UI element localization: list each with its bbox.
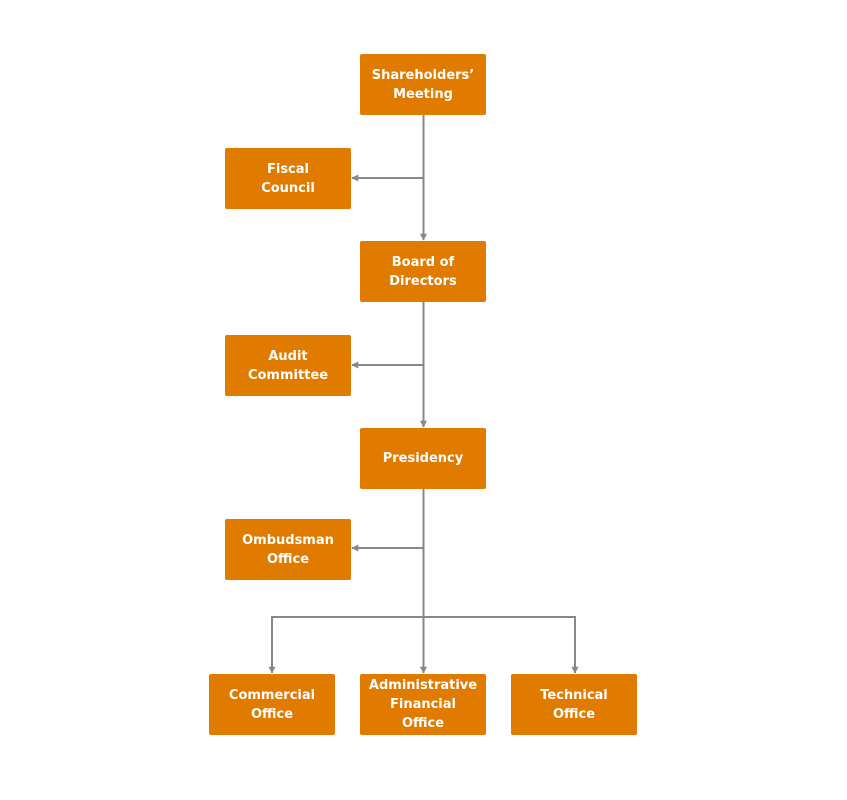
node-label: Administrative Financial Office bbox=[368, 678, 478, 731]
node-label: Fiscal Council bbox=[261, 161, 315, 196]
node-board-of-directors: Board of Directors bbox=[360, 241, 486, 302]
node-commercial-office: Commercial Office bbox=[209, 674, 335, 735]
node-label: Ombudsman Office bbox=[242, 532, 334, 567]
node-label: Presidency bbox=[382, 451, 464, 466]
node-label: Board of Directors bbox=[389, 254, 457, 289]
node-shareholders-meeting: Shareholders’ Meeting bbox=[360, 54, 486, 115]
node-fiscal-council: Fiscal Council bbox=[225, 148, 351, 209]
node-administrative-financial-office: Administrative Financial Office bbox=[360, 674, 486, 735]
node-label: Shareholders’ Meeting bbox=[371, 67, 475, 102]
node-label: Technical Office bbox=[540, 687, 608, 722]
node-label: Commercial Office bbox=[228, 687, 316, 722]
node-ombudsman-office: Ombudsman Office bbox=[225, 519, 351, 580]
node-label: Audit Committee bbox=[247, 348, 329, 383]
node-presidency: Presidency bbox=[360, 428, 486, 489]
node-technical-office: Technical Office bbox=[511, 674, 637, 735]
node-audit-committee: Audit Committee bbox=[225, 335, 351, 396]
